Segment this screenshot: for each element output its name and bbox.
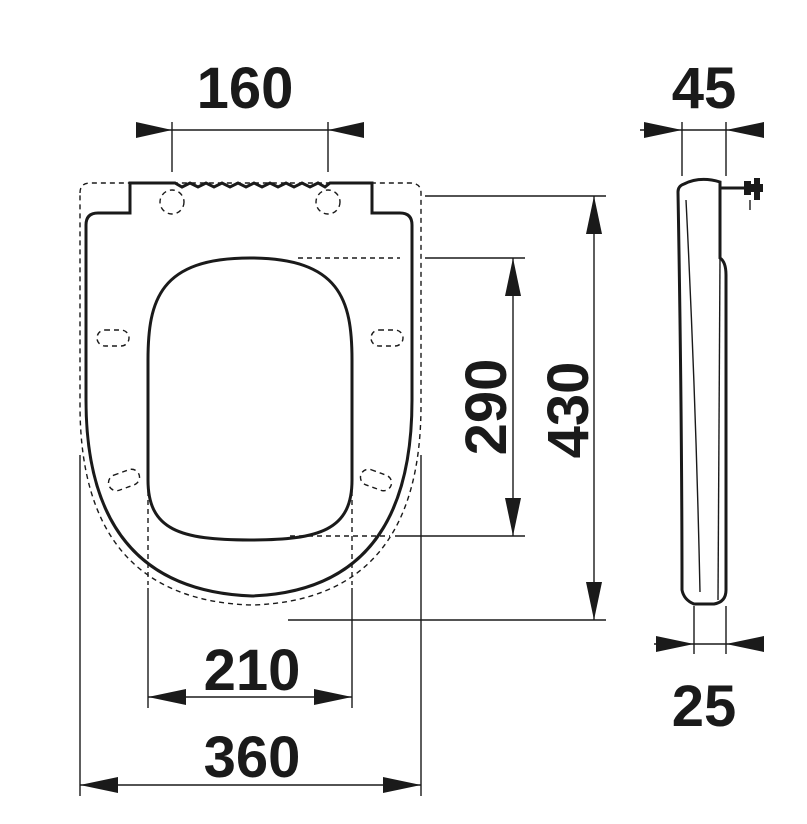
label-front-thickness: 25 bbox=[672, 674, 737, 739]
bumper-pad-upper-right bbox=[370, 329, 404, 347]
hinge-hole-right bbox=[315, 189, 341, 215]
bumper-pad-upper-left bbox=[96, 329, 130, 347]
dimension-430: 430 bbox=[288, 195, 606, 621]
dimension-160: 160 bbox=[136, 56, 364, 172]
label-opening-length: 290 bbox=[454, 359, 519, 456]
dimension-360: 360 bbox=[79, 455, 422, 796]
label-overall-length: 430 bbox=[536, 362, 601, 459]
cover-dashed-outline bbox=[79, 182, 422, 606]
seat-top-view bbox=[79, 181, 422, 606]
hinge-hole-left bbox=[159, 189, 185, 215]
label-seat-depth: 45 bbox=[672, 56, 737, 121]
seat-outer-outline bbox=[84, 181, 414, 598]
dimension-45: 45 bbox=[640, 56, 764, 176]
side-profile-outline bbox=[676, 177, 728, 606]
bumper-pad-lower-right bbox=[359, 468, 393, 492]
dimension-25: 25 bbox=[654, 606, 764, 739]
dimension-290: 290 bbox=[290, 257, 525, 537]
bumper-pad-lower-left bbox=[107, 468, 141, 492]
side-profile-edge bbox=[717, 257, 721, 601]
label-hinge-spacing: 160 bbox=[197, 56, 294, 121]
seat-opening bbox=[146, 256, 354, 542]
hinge-bolt-icon bbox=[720, 178, 763, 210]
label-opening-width: 210 bbox=[204, 638, 301, 703]
seat-side-view bbox=[676, 177, 763, 606]
label-overall-width: 360 bbox=[204, 725, 301, 790]
dimension-210: 210 bbox=[147, 588, 353, 708]
side-profile-inner bbox=[685, 199, 701, 593]
